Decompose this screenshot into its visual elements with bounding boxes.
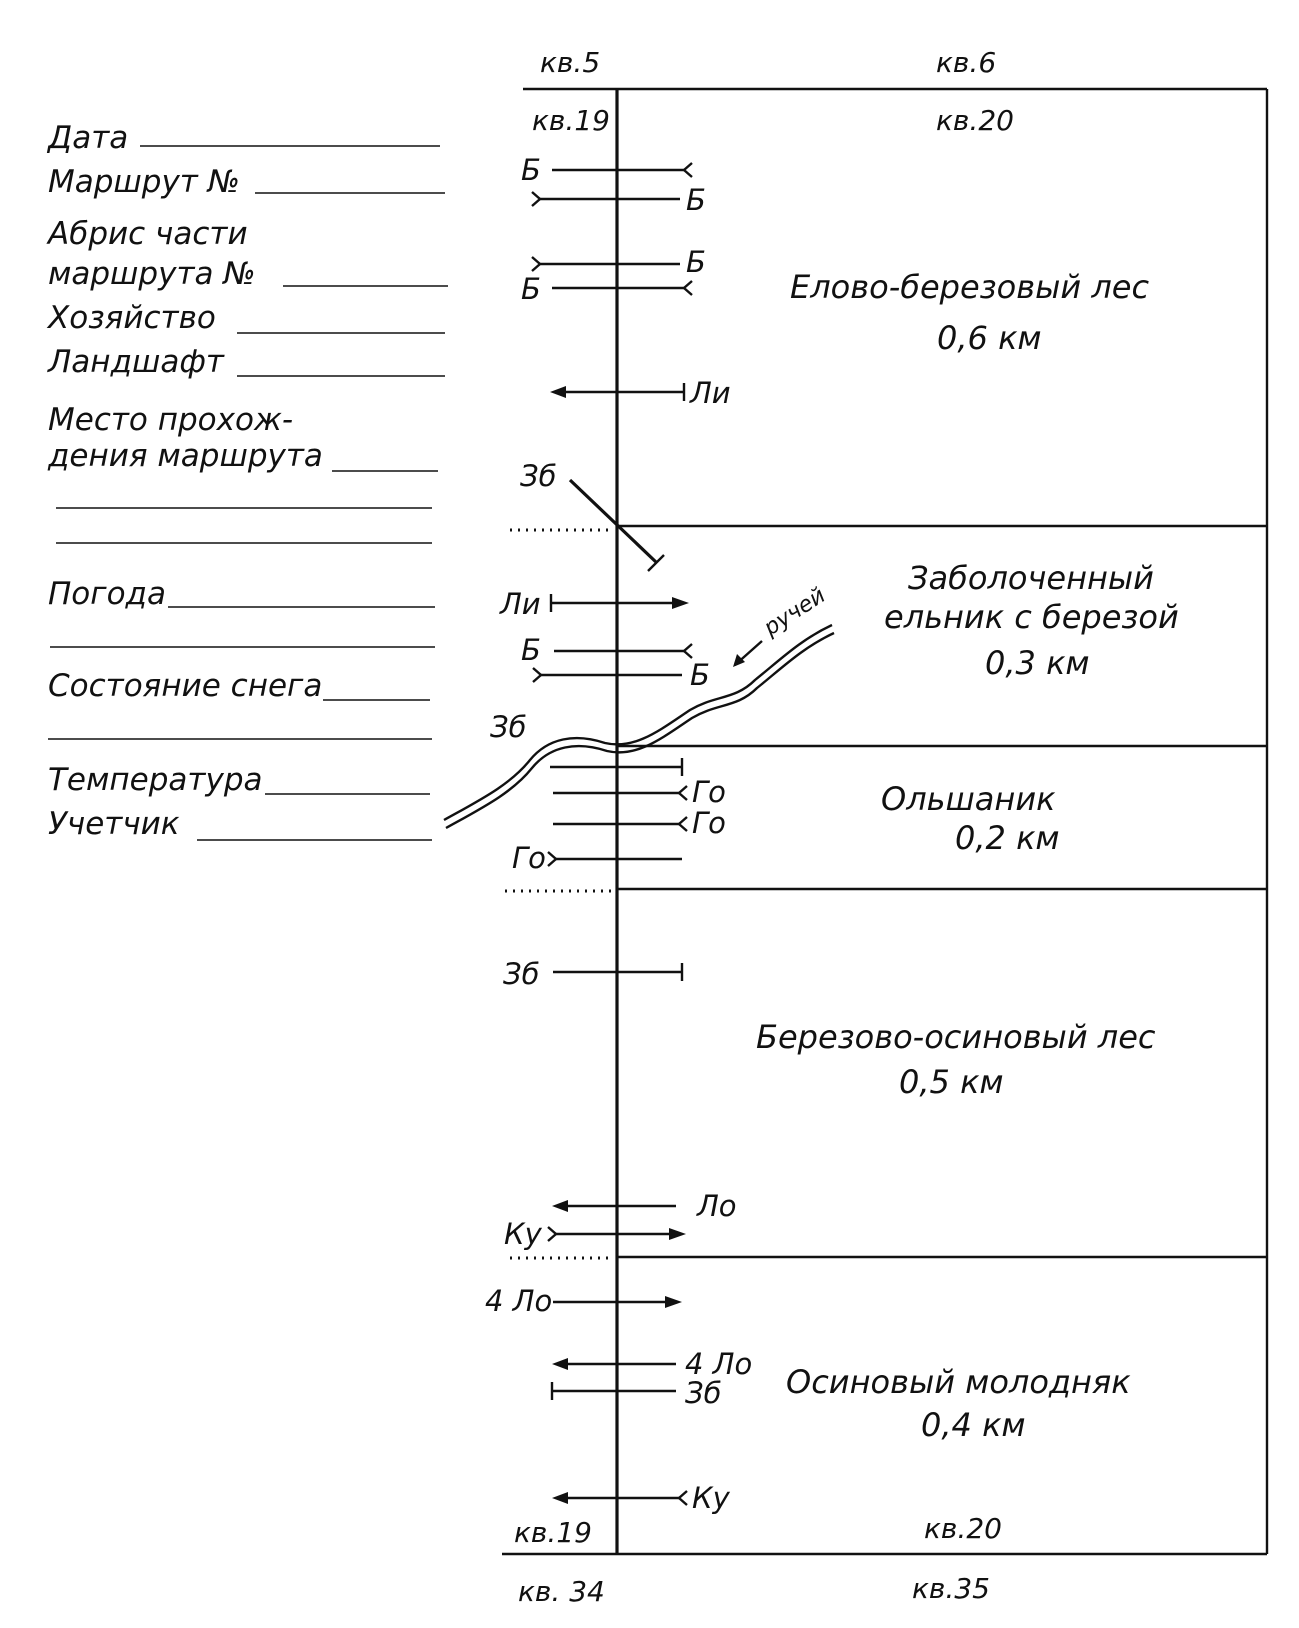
weather-label: Погода [48, 576, 166, 612]
track-arrowhead [672, 597, 689, 609]
quarter-top-left-outer: кв.5 [540, 46, 600, 79]
zone-2-name-line-2: ельник с березой [884, 598, 1179, 636]
quarter-bottom-right-outer: кв.35 [912, 1572, 990, 1605]
track-tail [547, 851, 558, 867]
track-label: Б [686, 183, 706, 217]
zone-2-length: 0,3 км [985, 644, 1090, 682]
track-label: Б [521, 633, 541, 667]
abris-label-2: маршрута № [48, 256, 256, 292]
quarter-top-right-inner: кв.20 [936, 104, 1014, 137]
zone-labels: Елово-березовый лес 0,6 км Заболоченный … [756, 268, 1179, 1444]
zone-2-name-line-1: Заболоченный [908, 559, 1154, 597]
track-tail [531, 256, 542, 272]
quarter-bottom-left-outer: кв. 34 [518, 1575, 605, 1608]
track-tail [547, 1226, 558, 1242]
zone-1-name: Елово-березовый лес [790, 268, 1149, 306]
date-label: Дата [46, 120, 128, 156]
snow-label: Состояние снега [48, 668, 322, 704]
track-label: Б [521, 153, 541, 187]
track-label: Го [512, 841, 546, 875]
track-label: Ку [504, 1217, 543, 1251]
track-label: 4 Ло [685, 1347, 752, 1381]
zone-3-name: Ольшаник [881, 780, 1056, 818]
counter-label: Учетчик [48, 806, 180, 842]
farm-label: Хозяйство [46, 300, 216, 336]
quarter-bottom-right-inner: кв.20 [924, 1512, 1002, 1545]
route-label: Маршрут № [48, 164, 240, 200]
track-label: Зб [520, 459, 556, 493]
track-label: Зб [685, 1376, 721, 1410]
track-tail [532, 667, 543, 683]
track-arrowhead [552, 1492, 568, 1504]
form-fields: Дата Маршрут № Абрис части маршрута № Хо… [46, 120, 448, 842]
zone-5-length: 0,4 км [921, 1406, 1026, 1444]
track-tail [682, 162, 693, 178]
zone-4-name: Березово-осиновый лес [756, 1018, 1156, 1056]
landscape-label: Ландшафт [47, 344, 225, 380]
track-label: Го [692, 775, 726, 809]
zone-3-length: 0,2 км [955, 819, 1060, 857]
track-stop [647, 554, 665, 572]
place-label-2: дения маршрута [47, 438, 323, 474]
quarter-grid [502, 87, 1269, 1556]
track-arrowhead [669, 1228, 686, 1240]
track-label: Ли [499, 587, 541, 621]
quarter-bottom-left-inner: кв.19 [514, 1516, 592, 1549]
track-label: Б [521, 272, 541, 306]
track-arrowhead [552, 1358, 568, 1370]
diagonal-track [568, 478, 659, 565]
stream-bank-lower [445, 631, 835, 830]
track-label: Ли [689, 376, 731, 410]
track-arrowhead [550, 386, 566, 398]
track-label: Го [692, 806, 726, 840]
track-label: Б [690, 658, 710, 692]
zone-5-name: Осиновый молодняк [786, 1363, 1131, 1401]
track-tail [682, 643, 693, 659]
temperature-label: Температура [48, 762, 263, 798]
track-arrowhead [552, 1200, 568, 1212]
quarter-labels: кв.5 кв.6 кв.19 кв.20 кв.19 кв.20 кв. 34… [514, 46, 1014, 1608]
track-tail [677, 1490, 688, 1506]
place-label-1: Место прохож- [48, 402, 293, 438]
track-marks: Б Б Б Б Ли Зб Ли Б Б Зб [485, 153, 752, 1515]
track-tail [682, 280, 693, 296]
track-label: Ло [696, 1189, 737, 1223]
track-tail [531, 191, 542, 207]
quarter-top-right-outer: кв.6 [936, 46, 996, 79]
track-label: Б [686, 245, 706, 279]
track-label: Зб [490, 710, 526, 744]
stream-flow-arrowhead [733, 654, 745, 667]
zone-4-length: 0,5 км [899, 1063, 1004, 1101]
track-tail [677, 785, 688, 801]
track-label: Зб [503, 957, 539, 991]
track-tail [677, 816, 688, 832]
track-arrowhead [665, 1296, 682, 1308]
zone-1-length: 0,6 км [937, 319, 1042, 357]
quarter-top-left-inner: кв.19 [532, 104, 610, 137]
track-label: 4 Ло [485, 1284, 552, 1318]
abris-label-1: Абрис части [46, 216, 248, 252]
track-label: Ку [692, 1481, 731, 1515]
stream-bank-upper [443, 623, 833, 822]
